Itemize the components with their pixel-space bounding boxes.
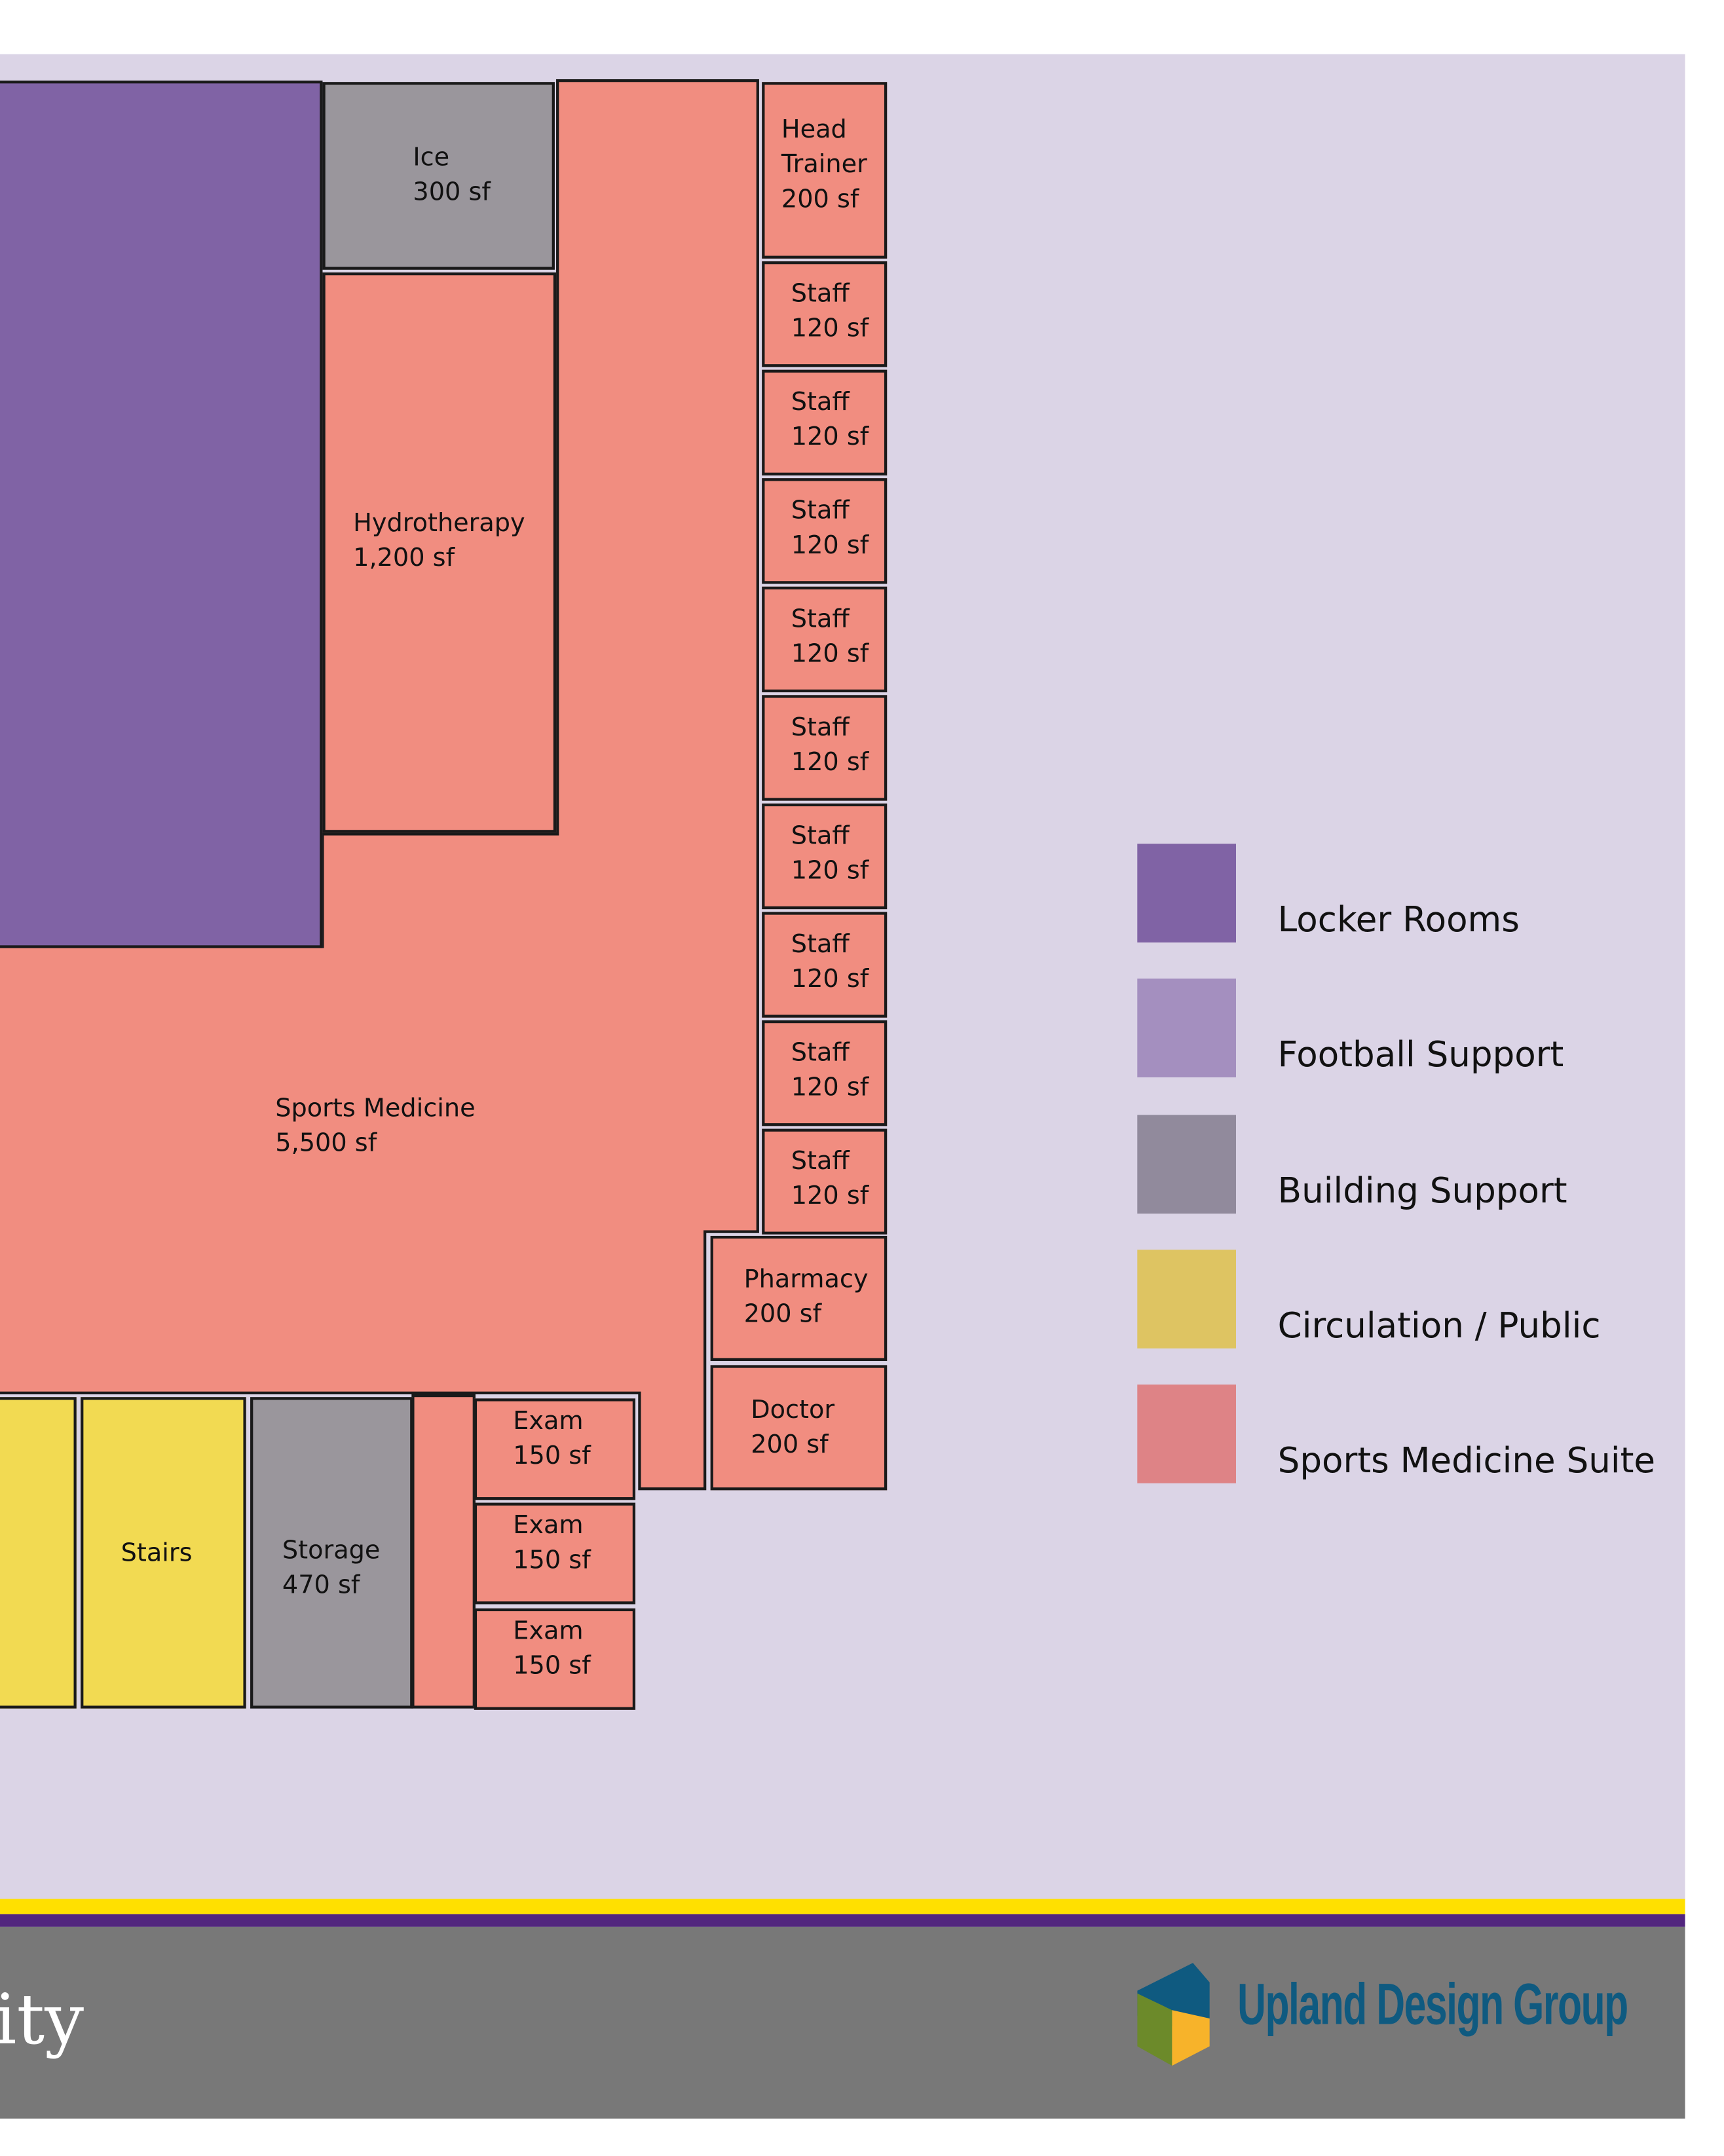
room-area: 120 sf bbox=[791, 1073, 869, 1103]
room-area: 200 sf bbox=[743, 1299, 822, 1329]
room-area: 200 sf bbox=[781, 185, 859, 214]
room-area: 150 sf bbox=[513, 1546, 591, 1575]
room-area: 470 sf bbox=[282, 1571, 360, 1601]
room-staff: Staff 120 sf bbox=[762, 369, 888, 475]
room-staff: Staff 120 sf bbox=[762, 803, 888, 910]
room-area: 120 sf bbox=[791, 965, 869, 994]
legend-label: Building Support bbox=[1277, 1170, 1567, 1211]
room-area: 200 sf bbox=[751, 1430, 829, 1460]
room-area: 5,500 sf bbox=[275, 1128, 377, 1159]
purple-stripe bbox=[0, 1914, 1685, 1927]
room-name: Exam bbox=[513, 1407, 584, 1436]
room-name: Staff bbox=[791, 930, 850, 959]
room-area: 1,200 sf bbox=[353, 543, 455, 573]
room-area: 150 sf bbox=[513, 1651, 591, 1681]
room-name: Staff bbox=[791, 388, 850, 417]
room-name: Stairs bbox=[121, 1538, 193, 1569]
room-exam: Exam 150 sf bbox=[474, 1502, 636, 1605]
room-name: Staff bbox=[791, 1038, 850, 1068]
legend-label: Football Support bbox=[1277, 1034, 1564, 1075]
room-area: 300 sf bbox=[413, 177, 491, 208]
room-name: Storage bbox=[282, 1536, 381, 1566]
room-staff: Staff 120 sf bbox=[762, 261, 888, 367]
room-ice: Ice 300 sf bbox=[322, 82, 555, 270]
legend-swatch bbox=[1137, 1385, 1236, 1483]
room-staff: Staff 120 sf bbox=[762, 912, 888, 1018]
room-name: Pharmacy bbox=[743, 1265, 869, 1295]
room-area: 120 sf bbox=[791, 747, 869, 777]
logo-text: Upland Design Group bbox=[1237, 1971, 1628, 2037]
room-staff: Staff 120 sf bbox=[762, 478, 888, 584]
room-area: 120 sf bbox=[791, 1181, 869, 1211]
room-name: Staff bbox=[791, 1147, 850, 1176]
room-stairs: Stairs bbox=[81, 1397, 246, 1709]
legend-label: Sports Medicine Suite bbox=[1277, 1440, 1656, 1481]
upland-logo: Upland Design Group bbox=[1137, 1963, 1628, 2072]
room-circulation bbox=[0, 1397, 77, 1709]
room-exam: Exam 150 sf bbox=[474, 1398, 636, 1500]
room-staff: Staff 120 sf bbox=[762, 1020, 888, 1126]
footer-bar: ity Upland Design Group bbox=[0, 1926, 1685, 2119]
room-area: 120 sf bbox=[791, 856, 869, 886]
room-exam: Exam 150 sf bbox=[474, 1608, 636, 1710]
room-area: 120 sf bbox=[791, 639, 869, 669]
room-name: Staff bbox=[791, 821, 850, 851]
room-area: 120 sf bbox=[791, 422, 869, 452]
room-pharmacy: Pharmacy 200 sf bbox=[710, 1235, 888, 1362]
room-head-trainer: Head Trainer 200 sf bbox=[762, 82, 888, 259]
room-doctor: Doctor 200 sf bbox=[710, 1365, 888, 1491]
legend-swatch bbox=[1137, 1115, 1236, 1214]
room-area: 120 sf bbox=[791, 314, 869, 344]
room-name: Doctor bbox=[751, 1396, 835, 1425]
room-name: Staff bbox=[791, 713, 850, 743]
room-storage: Storage 470 sf bbox=[250, 1397, 413, 1709]
room-staff: Staff 120 sf bbox=[762, 695, 888, 801]
room-area: 150 sf bbox=[513, 1441, 591, 1471]
room-name: Staff bbox=[791, 496, 850, 526]
room-locker bbox=[0, 81, 323, 948]
legend-label: Circulation / Public bbox=[1277, 1305, 1601, 1346]
footer-title: ity bbox=[0, 1979, 84, 2060]
room-name: Staff bbox=[791, 279, 850, 309]
room-hydrotherapy: Hydrotherapy 1,200 sf bbox=[322, 272, 557, 833]
room-area: 120 sf bbox=[791, 530, 869, 561]
room-name: Exam bbox=[513, 1511, 584, 1540]
room-staff: Staff 120 sf bbox=[762, 1128, 888, 1235]
room-name: Hydrotherapy bbox=[353, 508, 525, 538]
legend-swatch bbox=[1137, 844, 1236, 943]
legend-label: Locker Rooms bbox=[1277, 899, 1520, 940]
room-name: Staff bbox=[791, 604, 850, 634]
legend-swatch bbox=[1137, 978, 1236, 1078]
yellow-stripe bbox=[0, 1899, 1685, 1914]
room-name: Exam bbox=[513, 1616, 584, 1646]
room-name: Head Trainer bbox=[781, 115, 867, 179]
room-staff: Staff 120 sf bbox=[762, 586, 888, 693]
legend-swatch bbox=[1137, 1250, 1236, 1348]
logo-cube-icon bbox=[1137, 1963, 1210, 2066]
room-name: Sports Medicine bbox=[275, 1094, 476, 1124]
room-name: Ice bbox=[413, 143, 450, 173]
